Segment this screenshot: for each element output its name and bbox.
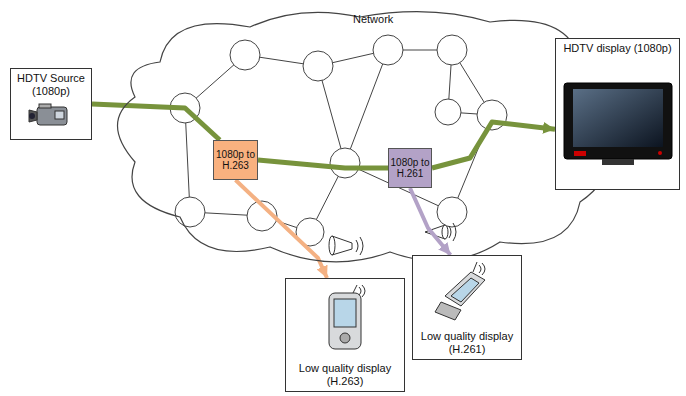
drawing-part: [574, 151, 586, 156]
drawing-part: [658, 151, 662, 155]
drawing-part: [437, 35, 467, 65]
cloud-outline: [100, 2, 615, 272]
drawing-part: [170, 35, 507, 246]
drawing-part: [330, 148, 360, 178]
node-label: Low quality display (H.263): [286, 359, 404, 391]
drawing-part: [353, 285, 357, 293]
drawing-part: [39, 104, 51, 108]
drawing-part: [356, 237, 363, 255]
network-cloud: Network 1080p to H.263 1080p to H.261: [100, 2, 615, 272]
drawing-part: [329, 236, 335, 255]
stream-connector: [258, 160, 388, 168]
node-label: HDTV display (1080p): [560, 39, 674, 58]
device-box: HDTV Source (1080p): [10, 68, 92, 140]
pda-icon: [321, 285, 371, 355]
stream-connector: [236, 180, 328, 278]
drawing-part: [55, 111, 64, 119]
drawing-part: [573, 89, 663, 147]
drawing-part: [37, 107, 67, 125]
drawing-part: [564, 83, 672, 159]
drawing-part: [437, 197, 467, 227]
drawing-part: [479, 263, 485, 275]
drawing-part: [473, 262, 477, 272]
device-box: HDTV display (1080p): [555, 38, 680, 190]
drawing-part: [185, 108, 190, 212]
transcoder-box: 1080p to H.263: [213, 140, 258, 180]
camera-icon: [27, 101, 77, 131]
drawing-part: [435, 99, 461, 125]
drawing-part: [602, 159, 634, 165]
stream-connector: [432, 122, 555, 168]
tv-icon: [562, 81, 674, 169]
phone-icon: [433, 262, 503, 322]
drawing-part: [449, 223, 456, 241]
stream-connector: [410, 188, 451, 255]
network-label: Network: [350, 10, 396, 29]
drawing-part: [175, 197, 205, 227]
device-box: Low quality display (H.261): [412, 255, 522, 360]
drawing-part: [29, 110, 37, 122]
drawing-part: [230, 40, 260, 70]
drawing-part: [303, 51, 333, 81]
device-box: Low quality display (H.263): [285, 278, 405, 392]
node-label: HDTV Source (1080p): [11, 69, 91, 101]
node-label: Low quality display (H.261): [413, 327, 521, 359]
drawing-part: [329, 293, 361, 349]
drawing-part: [29, 113, 35, 119]
drawing-part: [345, 50, 388, 163]
drawing-part: [185, 50, 492, 232]
node-label: 1080p to H.263: [214, 148, 257, 172]
drawing-part: [435, 302, 461, 320]
drawing-part: [451, 278, 479, 302]
drawing-part: [334, 299, 356, 327]
stream-connector: [92, 104, 220, 140]
drawing-part: [442, 225, 448, 239]
transcoder-box: 1080p to H.261: [388, 148, 432, 188]
drawing-part: [373, 35, 403, 65]
drawing-part: [445, 272, 485, 306]
cloud-path: [118, 12, 609, 262]
node-label: 1080p to H.261: [389, 156, 431, 180]
drawing-part: [340, 333, 350, 343]
